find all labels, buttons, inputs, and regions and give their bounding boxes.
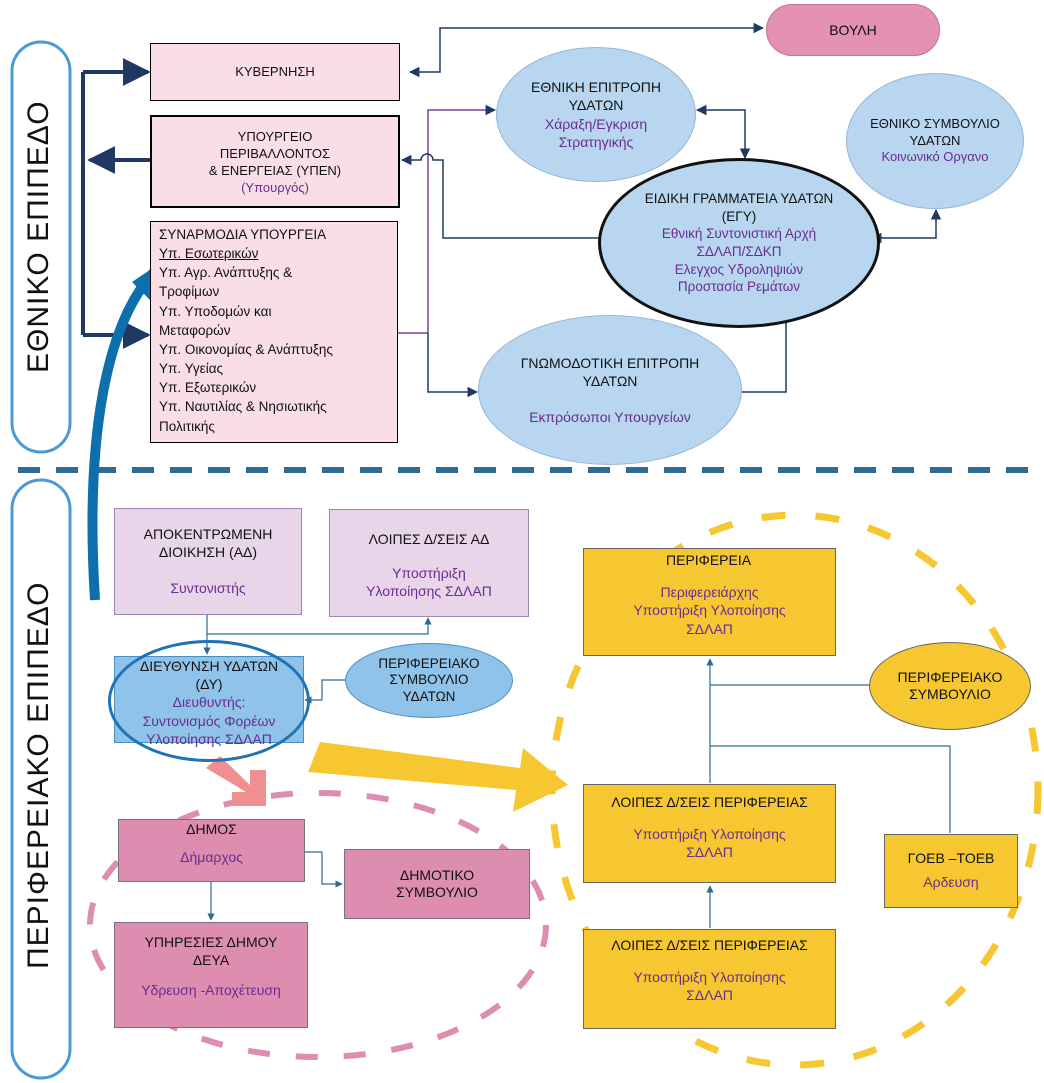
- advisory-committee-title1: ΓΝΩΜΟΔΟΤΙΚΗ ΕΠΙΤΡΟΠΗ: [520, 354, 700, 371]
- municipal-dashed-ellipse: [87, 790, 549, 1060]
- co-ministry-item: Υπ. Εσωτερικών: [159, 246, 259, 262]
- national-committee-desc1: Χάραξη/Εγκριση: [544, 115, 648, 132]
- national-council-node[interactable]: ΕΘΝΙΚΟ ΣΥΜΒΟΥΛΙΟ ΥΔΑΤΩΝ Κοινωνικό Οργανο: [846, 73, 1024, 209]
- other-region-directorates-node[interactable]: ΛΟΙΠΕΣ Δ/ΣΕΙΣ ΠΕΡΙΦΕΡΕΙΑΣ Υποστήριξη Υλο…: [583, 784, 836, 883]
- regional-water-council-line2: ΣΥΜΒΟΥΛΙΟ: [389, 672, 469, 688]
- co-ministry-item: Τροφίμων: [159, 284, 220, 300]
- region-node[interactable]: ΠΕΡΙΦΕΡΕΙΑ Περιφερειάρχης Υποστήριξη Υλο…: [583, 548, 836, 656]
- region-desc2: Υποστήριξη Υλοποίησης: [633, 602, 786, 619]
- ministry-line3: & ΕΝΕΡΓΕΙΑΣ (ΥΠΕΝ): [208, 162, 342, 178]
- special-secretariat-title2: (ΕΓΥ): [721, 208, 757, 224]
- special-secretariat-desc4: Προστασία Ρεμάτων: [677, 279, 801, 295]
- national-committee-title2: ΥΔΑΤΩΝ: [568, 97, 624, 114]
- co-ministries-title: ΣΥΝΑΡΜΟΔΙΑ ΥΠΟΥΡΓΕΙΑ: [159, 227, 327, 242]
- national-council-title2: ΥΔΑΤΩΝ: [909, 132, 961, 148]
- municipal-council-line2: ΣΥΜΒΟΥΛΙΟ: [396, 884, 478, 900]
- municipality-desc: Δήμαρχος: [180, 849, 243, 866]
- other-region-1-desc1: Υποστήριξη Υλοποίησης: [633, 826, 786, 843]
- other-region-directorates-node-2[interactable]: ΛΟΙΠΕΣ Δ/ΣΕΙΣ ΠΕΡΙΦΕΡΕΙΑΣ Υποστήριξη Υλο…: [583, 929, 836, 1029]
- special-secretariat-title1: ΕΙΔΙΚΗ ΓΡΑΜΜΑΤΕΙΑ ΥΔΑΤΩΝ: [644, 191, 834, 207]
- co-ministry-item: Υπ. Ναυτιλίας & Νησιωτικής: [159, 399, 327, 415]
- municipal-services-node[interactable]: ΥΠΗΡΕΣΙΕΣ ΔΗΜΟΥ ΔΕΥΑ Υδρευση -Αποχέτευση: [114, 922, 308, 1028]
- region-title: ΠΕΡΙΦΕΡΕΙΑ: [666, 552, 752, 568]
- regional-council-line1: ΠΕΡΙΦΕΡΕΙΑΚΟ: [897, 669, 1003, 686]
- municipal-services-title2: ΔΕΥΑ: [192, 952, 230, 969]
- municipal-council-line1: ΔΗΜΟΤΙΚΟ: [399, 867, 475, 884]
- municipal-council-node[interactable]: ΔΗΜΟΤΙΚΟ ΣΥΜΒΟΥΛΙΟ: [344, 849, 530, 919]
- other-ad-node[interactable]: ΛΟΙΠΕΣ Δ/ΣΕΙΣ ΑΔ Υποστήριξη Υλοποίησης Σ…: [329, 509, 529, 617]
- other-region-2-desc2: ΣΔΛΑΠ: [686, 987, 733, 1004]
- regional-level-label: ΠΕΡΙΦΕΡΕΙΑΚΟ ΕΠΙΠΕΔΟ: [22, 581, 55, 969]
- municipality-title: ΔΗΜΟΣ: [186, 821, 237, 837]
- co-ministry-item: Υπ. Εξωτερικών: [159, 380, 257, 396]
- ministry-line1: ΥΠΟΥΡΓΕΙΟ: [237, 129, 313, 144]
- advisory-committee-node[interactable]: ΓΝΩΜΟΔΟΤΙΚΗ ΕΠΙΤΡΟΠΗ ΥΔΑΤΩΝ Εκπρόσωποι Υ…: [478, 315, 742, 465]
- regional-water-council-line3: ΥΔΑΤΩΝ: [402, 688, 456, 704]
- special-secretariat-node[interactable]: ΕΙΔΙΚΗ ΓΡΑΜΜΑΤΕΙΑ ΥΔΑΤΩΝ (ΕΓΥ) Εθνική Συ…: [598, 158, 880, 328]
- decentralized-title2: ΔΙΟΙΚΗΣΗ (ΑΔ): [158, 544, 258, 561]
- region-desc3: ΣΔΛΑΠ: [686, 620, 733, 637]
- ministry-role: (Υπουργός): [241, 179, 309, 195]
- decentralized-desc: Συντονιστής: [170, 580, 246, 597]
- other-ad-desc2: Υλοποίησης ΣΔΛΑΠ: [366, 583, 492, 600]
- co-ministry-item: Υπ. Υποδομών και: [159, 303, 272, 319]
- big-curved-arrow: [87, 264, 162, 601]
- decentralized-admin-node[interactable]: ΑΠΟΚΕΝΤΡΩΜΕΝΗ ΔΙΟΙΚΗΣΗ (ΑΔ) Συντονιστής: [114, 508, 302, 615]
- government-node[interactable]: ΚΥΒΕΡΝΗΣΗ: [150, 43, 400, 101]
- regional-council-line2: ΣΥΜΒΟΥΛΙΟ: [909, 686, 991, 702]
- municipal-services-desc: Υδρευση -Αποχέτευση: [141, 982, 281, 999]
- national-level-label: ΕΘΝΙΚΟ ΕΠΙΠΕΔΟ: [22, 100, 55, 373]
- co-ministry-item: Πολιτικής: [159, 418, 215, 434]
- municipality-node[interactable]: ΔΗΜΟΣ Δήμαρχος: [118, 819, 305, 882]
- other-region-2-title: ΛΟΙΠΕΣ Δ/ΣΕΙΣ ΠΕΡΙΦΕΡΕΙΑΣ: [611, 937, 808, 953]
- goeb-title: ΓΟΕΒ –ΤΟΕΒ: [907, 850, 995, 866]
- national-committee-node[interactable]: ΕΘΝΙΚΗ ΕΠΙΤΡΟΠΗ ΥΔΑΤΩΝ Χάραξη/Εγκριση Στ…: [496, 47, 696, 182]
- national-committee-desc2: Στρατηγικής: [558, 133, 634, 150]
- yellow-block-arrow: [308, 742, 568, 812]
- advisory-committee-title2: ΥΔΑΤΩΝ: [582, 372, 638, 389]
- government-label: ΚΥΒΕΡΝΗΣΗ: [235, 63, 315, 79]
- regional-water-council-line1: ΠΕΡΙΦΕΡΕΙΑΚΟ: [378, 656, 480, 672]
- other-region-1-desc2: ΣΔΛΑΠ: [686, 844, 733, 861]
- other-region-1-title: ΛΟΙΠΕΣ Δ/ΣΕΙΣ ΠΕΡΙΦΕΡΕΙΑΣ: [611, 794, 808, 810]
- goeb-toeb-node[interactable]: ΓΟΕΒ –ΤΟΕΒ Αρδευση: [884, 834, 1018, 908]
- other-region-2-desc1: Υποστήριξη Υλοποίησης: [633, 969, 786, 986]
- co-ministry-item: Υπ. Αγρ. Ανάπτυξης &: [159, 265, 293, 281]
- ministry-node[interactable]: ΥΠΟΥΡΓΕΙΟ ΠΕΡΙΒΑΛΛΟΝΤΟΣ & ΕΝΕΡΓΕΙΑΣ (ΥΠΕ…: [150, 115, 400, 208]
- region-desc1: Περιφερειάρχης: [660, 584, 759, 601]
- regional-level-frame: [10, 478, 72, 1080]
- co-ministry-item: Μεταφορών: [159, 322, 231, 338]
- regional-water-council-node[interactable]: ΠΕΡΙΦΕΡΕΙΑΚΟ ΣΥΜΒΟΥΛΙΟ ΥΔΑΤΩΝ: [345, 643, 513, 718]
- national-council-title1: ΕΘΝΙΚΟ ΣΥΜΒΟΥΛΙΟ: [870, 115, 1000, 131]
- regional-council-node[interactable]: ΠΕΡΙΦΕΡΕΙΑΚΟ ΣΥΜΒΟΥΛΙΟ: [869, 642, 1031, 730]
- decentralized-title1: ΑΠΟΚΕΝΤΡΩΜΕΝΗ: [143, 526, 273, 542]
- special-secretariat-desc2: ΣΔΛΑΠ/ΣΔΚΠ: [696, 244, 782, 259]
- national-council-desc: Κοινωνικό Οργανο: [881, 149, 989, 165]
- co-ministry-item: Υπ. Οικονομίας & Ανάπτυξης: [159, 341, 333, 357]
- advisory-committee-desc: Εκπρόσωποι Υπουργείων: [529, 409, 691, 426]
- parliament-node[interactable]: ΒΟΥΛΗ: [766, 4, 940, 56]
- special-secretariat-desc3: Ελεγχος Υδροληψιών: [674, 261, 804, 277]
- parliament-label: ΒΟΥΛΗ: [829, 21, 877, 38]
- other-ad-title: ΛΟΙΠΕΣ Δ/ΣΕΙΣ ΑΔ: [368, 531, 490, 547]
- co-ministry-item: Υπ. Υγείας: [159, 361, 224, 377]
- water-directorate-highlight-ring: [108, 640, 310, 762]
- other-ad-desc1: Υποστήριξη: [392, 565, 466, 582]
- special-secretariat-desc1: Εθνική Συντονιστική Αρχή: [661, 226, 817, 242]
- national-level-frame: [10, 40, 72, 454]
- national-committee-title1: ΕΘΝΙΚΗ ΕΠΙΤΡΟΠΗ: [531, 79, 661, 96]
- ministry-line2: ΠΕΡΙΒΑΛΛΟΝΤΟΣ: [219, 145, 331, 161]
- pink-diagonal-arrow: [206, 756, 266, 806]
- co-ministries-node[interactable]: ΣΥΝΑΡΜΟΔΙΑ ΥΠΟΥΡΓΕΙΑ Υπ. Εσωτερικών Υπ. …: [150, 221, 398, 443]
- municipal-services-title1: ΥΠΗΡΕΣΙΕΣ ΔΗΜΟΥ: [144, 934, 278, 950]
- goeb-desc: Αρδευση: [923, 874, 979, 891]
